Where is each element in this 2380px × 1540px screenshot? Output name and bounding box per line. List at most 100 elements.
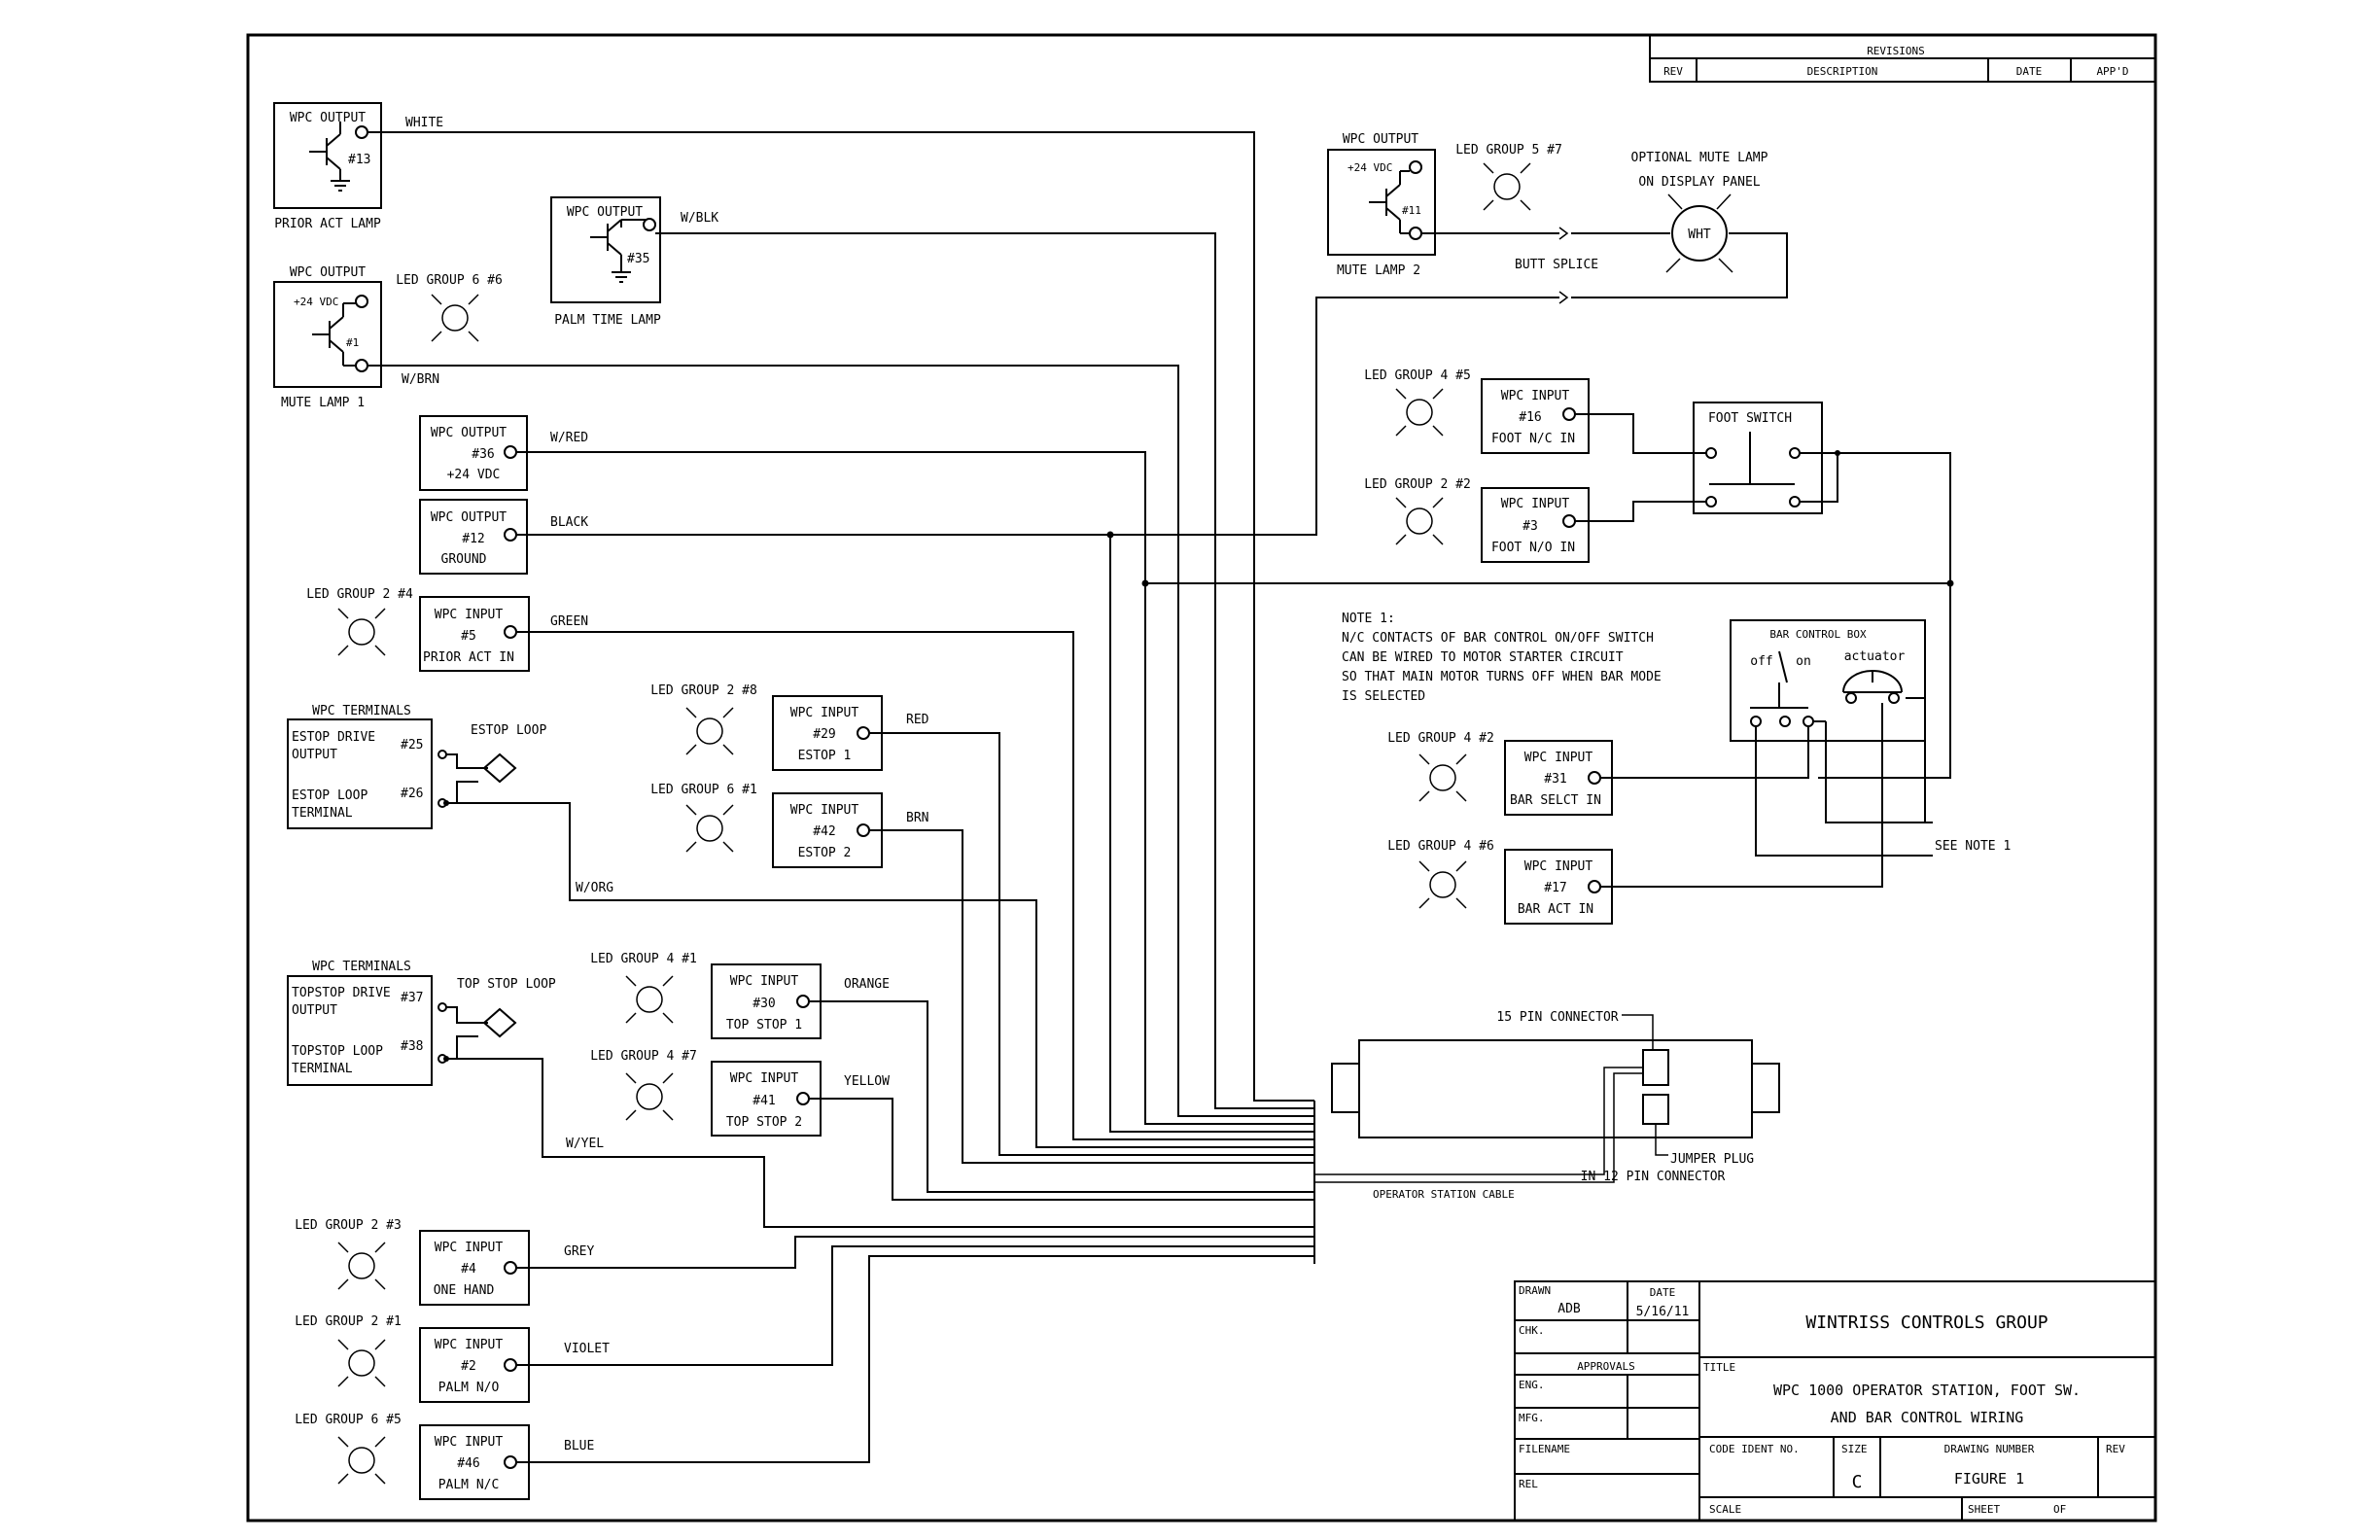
wire-label-red: RED [906,713,929,727]
svg-text:MFG.: MFG. [1519,1412,1545,1424]
led-label-6-1: LED GROUP 6 #1 [650,783,757,797]
wire-label-black: BLACK [550,515,588,530]
led-icon-4-2 [1418,753,1467,802]
svg-text:WPC OUTPUT: WPC OUTPUT [1343,132,1418,147]
svg-text:#31: #31 [1544,772,1566,787]
svg-text:DATE: DATE [1650,1286,1676,1299]
svg-text:off: off [1750,654,1772,669]
svg-text:DRAWING NUMBER: DRAWING NUMBER [1944,1443,2035,1455]
svg-text:N/C CONTACTS OF BAR CONTROL ON: N/C CONTACTS OF BAR CONTROL ON/OFF SWITC… [1342,631,1654,646]
svg-text:on: on [1796,654,1811,669]
operator-station-cable-label: OPERATOR STATION CABLE [1373,1188,1515,1201]
svg-text:BAR ACT IN: BAR ACT IN [1518,902,1593,917]
svg-text:#35: #35 [627,252,649,266]
svg-text:WPC INPUT: WPC INPUT [730,1071,799,1086]
svg-text:TOPSTOP DRIVE: TOPSTOP DRIVE [292,986,391,1000]
revisions-block: REVISIONS REV DESCRIPTION DATE APP'D [1649,34,2156,83]
led-label-2-2: LED GROUP 2 #2 [1364,477,1471,492]
svg-text:WPC TERMINALS: WPC TERMINALS [312,704,411,718]
foot-switch: FOOT SWITCH [1693,402,1823,514]
wpc-input-17: WPC INPUT #17 BAR ACT IN [1504,849,1613,925]
svg-text:GROUND: GROUND [441,552,487,567]
svg-text:BAR SELCT IN: BAR SELCT IN [1510,793,1601,808]
wpc-input-29: WPC INPUT #29 ESTOP 1 [772,695,883,771]
svg-text:TERMINAL: TERMINAL [292,1062,353,1076]
svg-text:REV: REV [2106,1443,2125,1455]
butt-splice-label: BUTT SPLICE [1515,258,1598,272]
svg-text:FOOT SWITCH: FOOT SWITCH [1708,411,1792,426]
svg-text:actuator: actuator [1844,649,1906,664]
svg-text:WPC INPUT: WPC INPUT [790,706,859,720]
led-label-4-6: LED GROUP 4 #6 [1387,839,1494,854]
drawing-title-line-1: WPC 1000 OPERATOR STATION, FOOT SW. [1773,1382,2081,1399]
svg-text:FILENAME: FILENAME [1519,1443,1570,1455]
optional-mute-lamp: WHT OPTIONAL MUTE LAMP ON DISPLAY PANEL [1631,151,1768,273]
see-note-1: SEE NOTE 1 [1935,839,2011,854]
svg-text:NOTE 1:: NOTE 1: [1342,612,1395,626]
svg-text:#16: #16 [1519,410,1541,425]
svg-text:PALM N/C: PALM N/C [438,1478,500,1492]
svg-text:TOPSTOP LOOP: TOPSTOP LOOP [292,1044,383,1059]
svg-text:CODE IDENT NO.: CODE IDENT NO. [1709,1443,1800,1455]
wire-label-violet: VIOLET [564,1342,610,1356]
svg-text:WPC INPUT: WPC INPUT [1524,859,1593,874]
led-icon-6-1 [685,804,734,853]
topstop-terminals: WPC TERMINALS TOPSTOP DRIVE OUTPUT #37 T… [287,960,556,1086]
led-icon-4-1 [625,975,674,1024]
svg-text:CAN BE WIRED TO MOTOR STARTER: CAN BE WIRED TO MOTOR STARTER CIRCUIT [1342,650,1624,665]
connector-15-pin: 15 PIN CONNECTOR JUMPER PLUG IN 12 PIN C… [1314,1010,1780,1184]
appd-column: APP'D [2096,65,2128,78]
wire-label-blue: BLUE [564,1439,594,1453]
svg-text:PRIOR ACT IN: PRIOR ACT IN [423,650,514,665]
led-label-2-8: LED GROUP 2 #8 [650,683,757,698]
led-label-2-1: LED GROUP 2 #1 [295,1314,402,1329]
svg-text:ADB: ADB [1558,1302,1581,1316]
led-icon-6-6 [431,294,479,342]
svg-text:WPC INPUT: WPC INPUT [435,1241,504,1255]
svg-text:WPC INPUT: WPC INPUT [730,974,799,989]
prior-act-lamp-caption: PRIOR ACT LAMP [274,217,381,231]
svg-text:IN 12 PIN CONNECTOR: IN 12 PIN CONNECTOR [1581,1170,1726,1184]
svg-text:WPC OUTPUT: WPC OUTPUT [431,426,507,440]
svg-text:ESTOP LOOP: ESTOP LOOP [292,788,368,803]
led-icon-4-7 [625,1072,674,1121]
svg-text:TITLE: TITLE [1703,1361,1735,1374]
svg-text:#36: #36 [472,447,494,462]
wpc-input-30: WPC INPUT #30 TOP STOP 1 [711,963,822,1039]
svg-text:BAR CONTROL BOX: BAR CONTROL BOX [1769,628,1867,641]
company-name: WINTRISS CONTROLS GROUP [1805,1312,2048,1333]
wpc-output-35: WPC OUTPUT #35 PALM TIME LAMP [550,196,661,328]
svg-text:REL: REL [1519,1478,1538,1490]
wpc-input-5: WPC INPUT #5 PRIOR ACT IN [419,596,530,672]
svg-text:DRAWN: DRAWN [1519,1284,1551,1297]
svg-text:#42: #42 [813,824,835,839]
svg-text:SO THAT MAIN MOTOR TURNS OFF W: SO THAT MAIN MOTOR TURNS OFF WHEN BAR MO… [1342,670,1662,684]
svg-text:ONE HAND: ONE HAND [434,1283,495,1298]
drawing-number: FIGURE 1 [1954,1470,2024,1488]
svg-text:OPTIONAL MUTE LAMP: OPTIONAL MUTE LAMP [1631,151,1768,165]
svg-text:#38: #38 [401,1039,423,1054]
wpc-input-3: WPC INPUT #3 FOOT N/O IN [1481,487,1590,563]
svg-text:WPC INPUT: WPC INPUT [435,608,504,622]
led-label-4-1: LED GROUP 4 #1 [590,952,697,966]
wire-label-w-blk: W/BLK [681,211,718,226]
svg-text:PALM N/O: PALM N/O [438,1381,500,1395]
svg-text:WHT: WHT [1688,228,1711,242]
svg-text:WPC OUTPUT: WPC OUTPUT [290,111,366,125]
wire-label-yellow: YELLOW [844,1074,890,1089]
svg-text:TOP STOP 2: TOP STOP 2 [726,1115,802,1130]
wpc-input-46: WPC INPUT #46 PALM N/C [419,1424,530,1500]
wire-label-w-brn: W/BRN [402,372,439,387]
rev-column: REV [1663,65,1683,78]
wire-label-w-red: W/RED [550,431,588,445]
led-label-4-7: LED GROUP 4 #7 [590,1049,697,1064]
svg-text:WPC INPUT: WPC INPUT [790,803,859,818]
svg-text:#37: #37 [401,991,423,1005]
svg-text:ENG.: ENG. [1519,1379,1545,1391]
svg-text:#4: #4 [461,1262,476,1277]
svg-text:15 PIN CONNECTOR: 15 PIN CONNECTOR [1496,1010,1618,1025]
svg-text:ON DISPLAY PANEL: ON DISPLAY PANEL [1638,175,1760,190]
svg-text:TOP STOP LOOP: TOP STOP LOOP [457,977,556,992]
wpc-input-4: WPC INPUT #4 ONE HAND [419,1230,530,1306]
svg-text:SIZE: SIZE [1841,1443,1868,1455]
